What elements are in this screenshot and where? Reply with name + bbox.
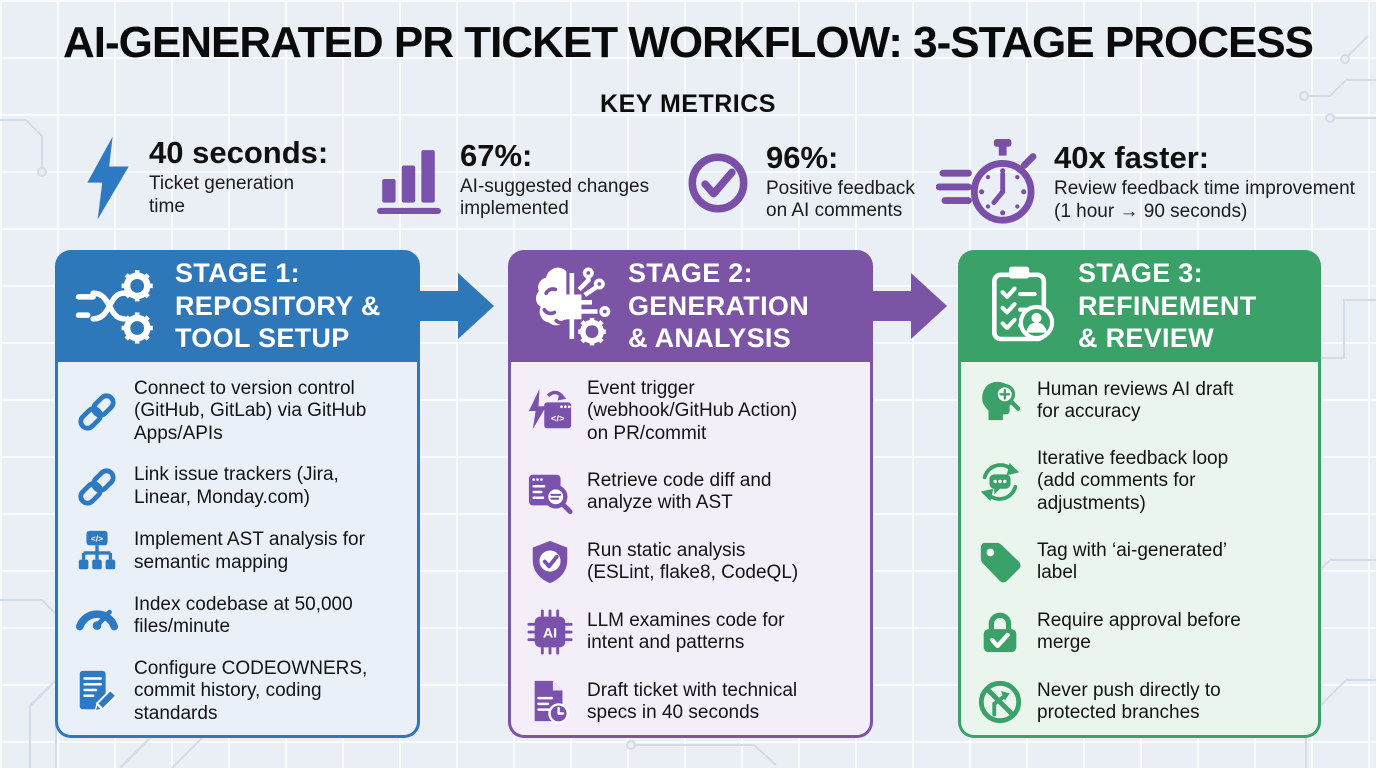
- link-icon: [78, 393, 116, 431]
- svg-text:</>: </>: [551, 413, 565, 424]
- stage-3-card: STAGE 3: REFINEMENT & REVIEW Human revie…: [958, 250, 1321, 738]
- item-text: Link issue trackers (Jira, Linear, Monda…: [134, 464, 339, 508]
- list-item: Never push directly to protected branche…: [977, 679, 1302, 725]
- list-item: Retrieve code diff and analyze with AST: [527, 469, 854, 515]
- stage-title-line: REFINEMENT: [1078, 290, 1257, 321]
- stage-title-line: STAGE 1:: [175, 258, 300, 289]
- list-item: AI LLM examines code for intent and patt…: [527, 609, 854, 655]
- stage-2-card: STAGE 2: GENERATION & ANALYSIS </> Event…: [508, 250, 873, 738]
- stage-2-header: STAGE 2: GENERATION & ANALYSIS: [508, 250, 873, 362]
- stage-title-line: & ANALYSIS: [628, 323, 792, 354]
- item-text: Index codebase at 50,000 files/minute: [134, 593, 353, 638]
- stage-title-line: REPOSITORY &: [175, 290, 381, 321]
- item-text: Configure CODEOWNERS, commit history, co…: [134, 657, 368, 724]
- check-circle-icon: [688, 153, 748, 213]
- list-item: Require approval before merge: [977, 609, 1302, 655]
- shield-check-icon: [532, 541, 568, 584]
- metric-label: AI-suggested changes implemented: [460, 175, 650, 220]
- brain-circuit-icon: [535, 267, 611, 346]
- stage-title-line: & REVIEW: [1078, 323, 1214, 354]
- stage-3-title: STAGE 3: REFINEMENT & REVIEW: [1078, 257, 1257, 354]
- metric-positive-feedback: 96%: Positive feedback on AI comments: [688, 140, 915, 223]
- speedometer-icon: [75, 609, 119, 631]
- feedback-loop-icon: [980, 462, 1020, 501]
- stage-2-title: STAGE 2: GENERATION & ANALYSIS: [628, 257, 809, 354]
- document-edit-icon: [79, 671, 118, 713]
- metric-value: 40x faster:: [1054, 140, 1210, 176]
- list-item: Human reviews AI draft for accuracy: [977, 378, 1302, 424]
- metric-value: 96%:: [766, 140, 839, 175]
- lock-check-icon: [983, 612, 1017, 653]
- metrics-heading: KEY METRICS: [600, 90, 776, 118]
- stage-1-title: STAGE 1: REPOSITORY & TOOL SETUP: [175, 257, 381, 354]
- stage-1-header: STAGE 1: REPOSITORY & TOOL SETUP: [55, 250, 420, 362]
- list-item: Index codebase at 50,000 files/minute: [74, 593, 401, 639]
- stage-title-line: STAGE 2:: [628, 258, 753, 289]
- item-text: LLM examines code for intent and pattern…: [587, 609, 785, 654]
- list-item: Draft ticket with technical specs in 40 …: [527, 679, 854, 725]
- metric-label: Ticket generation time: [149, 172, 295, 217]
- ast-tree-icon: </>: [78, 530, 116, 569]
- item-text: Never push directly to protected branche…: [1037, 679, 1221, 723]
- stage-title-line: STAGE 3:: [1078, 258, 1203, 289]
- document-clock-icon: [534, 680, 569, 724]
- arrow-stage2-to-stage3: [872, 250, 948, 362]
- metric-value: 67%:: [460, 138, 533, 173]
- clipboard-review-icon: [992, 266, 1055, 342]
- stopwatch-icon: [936, 138, 1037, 224]
- list-item: Run static analysis (ESLint, flake8, Cod…: [527, 539, 854, 585]
- stage-1-card: STAGE 1: REPOSITORY & TOOL SETUP Connect…: [55, 250, 420, 738]
- stage-3-header: STAGE 3: REFINEMENT & REVIEW: [958, 250, 1321, 362]
- bar-chart-icon: [377, 149, 441, 214]
- stage-2-body: </> Event trigger (webhook/GitHub Action…: [508, 362, 873, 738]
- svg-text:</>: </>: [91, 533, 103, 543]
- list-item: </> Event trigger (webhook/GitHub Action…: [527, 378, 854, 445]
- item-text: Connect to version control (GitHub, GitL…: [134, 378, 367, 444]
- item-text: Tag with ‘ai-generated’ label: [1037, 539, 1228, 584]
- item-text: Retrieve code diff and analyze with AST: [587, 469, 772, 514]
- item-text: Iterative feedback loop (add comments fo…: [1037, 447, 1229, 514]
- item-text: Require approval before merge: [1037, 609, 1241, 654]
- stage-1-body: Connect to version control (GitHub, GitL…: [55, 362, 420, 738]
- metric-value: 40 seconds:: [149, 135, 329, 171]
- human-review-icon: [982, 381, 1021, 421]
- item-text: Implement AST analysis for semantic mapp…: [134, 529, 365, 573]
- gears-branch-icon: [75, 270, 153, 344]
- list-item: </> Implement AST analysis for semantic …: [74, 529, 401, 575]
- stage-3-body: Human reviews AI draft for accuracy Iter…: [958, 362, 1321, 738]
- tag-icon: [980, 542, 1021, 583]
- item-text: Human reviews AI draft for accuracy: [1037, 378, 1234, 422]
- no-push-icon: [978, 680, 1022, 724]
- item-text: Run static analysis (ESLint, flake8, Cod…: [587, 539, 799, 584]
- stage-title-line: GENERATION: [628, 290, 810, 321]
- metric-label: Review feedback time improvement (1 hour…: [1054, 177, 1355, 222]
- arrow-stage1-to-stage2: [419, 250, 495, 362]
- list-item: Iterative feedback loop (add comments fo…: [977, 448, 1302, 515]
- svg-text:AI: AI: [543, 626, 557, 642]
- metric-ai-changes-implemented: 67%: AI-suggested changes implemented: [376, 138, 650, 221]
- item-text: Event trigger (webhook/GitHub Action) on…: [587, 378, 798, 444]
- list-item: Connect to version control (GitHub, GitL…: [74, 378, 401, 445]
- lightning-bolt-icon: [87, 136, 129, 220]
- list-item: Configure CODEOWNERS, commit history, co…: [74, 658, 401, 725]
- item-text: Draft ticket with technical specs in 40 …: [587, 679, 798, 723]
- metric-label: Positive feedback on AI comments: [766, 177, 915, 222]
- metric-40x-faster: 40x faster: Review feedback time improve…: [936, 138, 1355, 228]
- ai-chip-icon: AI: [527, 609, 573, 655]
- list-item: Tag with ‘ai-generated’ label: [977, 539, 1302, 585]
- list-item: Link issue trackers (Jira, Linear, Monda…: [74, 464, 401, 510]
- code-search-icon: [528, 474, 573, 515]
- stage-title-line: TOOL SETUP: [175, 323, 350, 354]
- event-trigger-icon: </>: [528, 388, 572, 429]
- metric-ticket-generation-time: 40 seconds: Ticket generation time: [85, 136, 328, 220]
- page-title: AI-GENERATED PR TICKET WORKFLOW: 3-STAGE…: [62, 18, 1314, 67]
- link-icon: [78, 468, 116, 506]
